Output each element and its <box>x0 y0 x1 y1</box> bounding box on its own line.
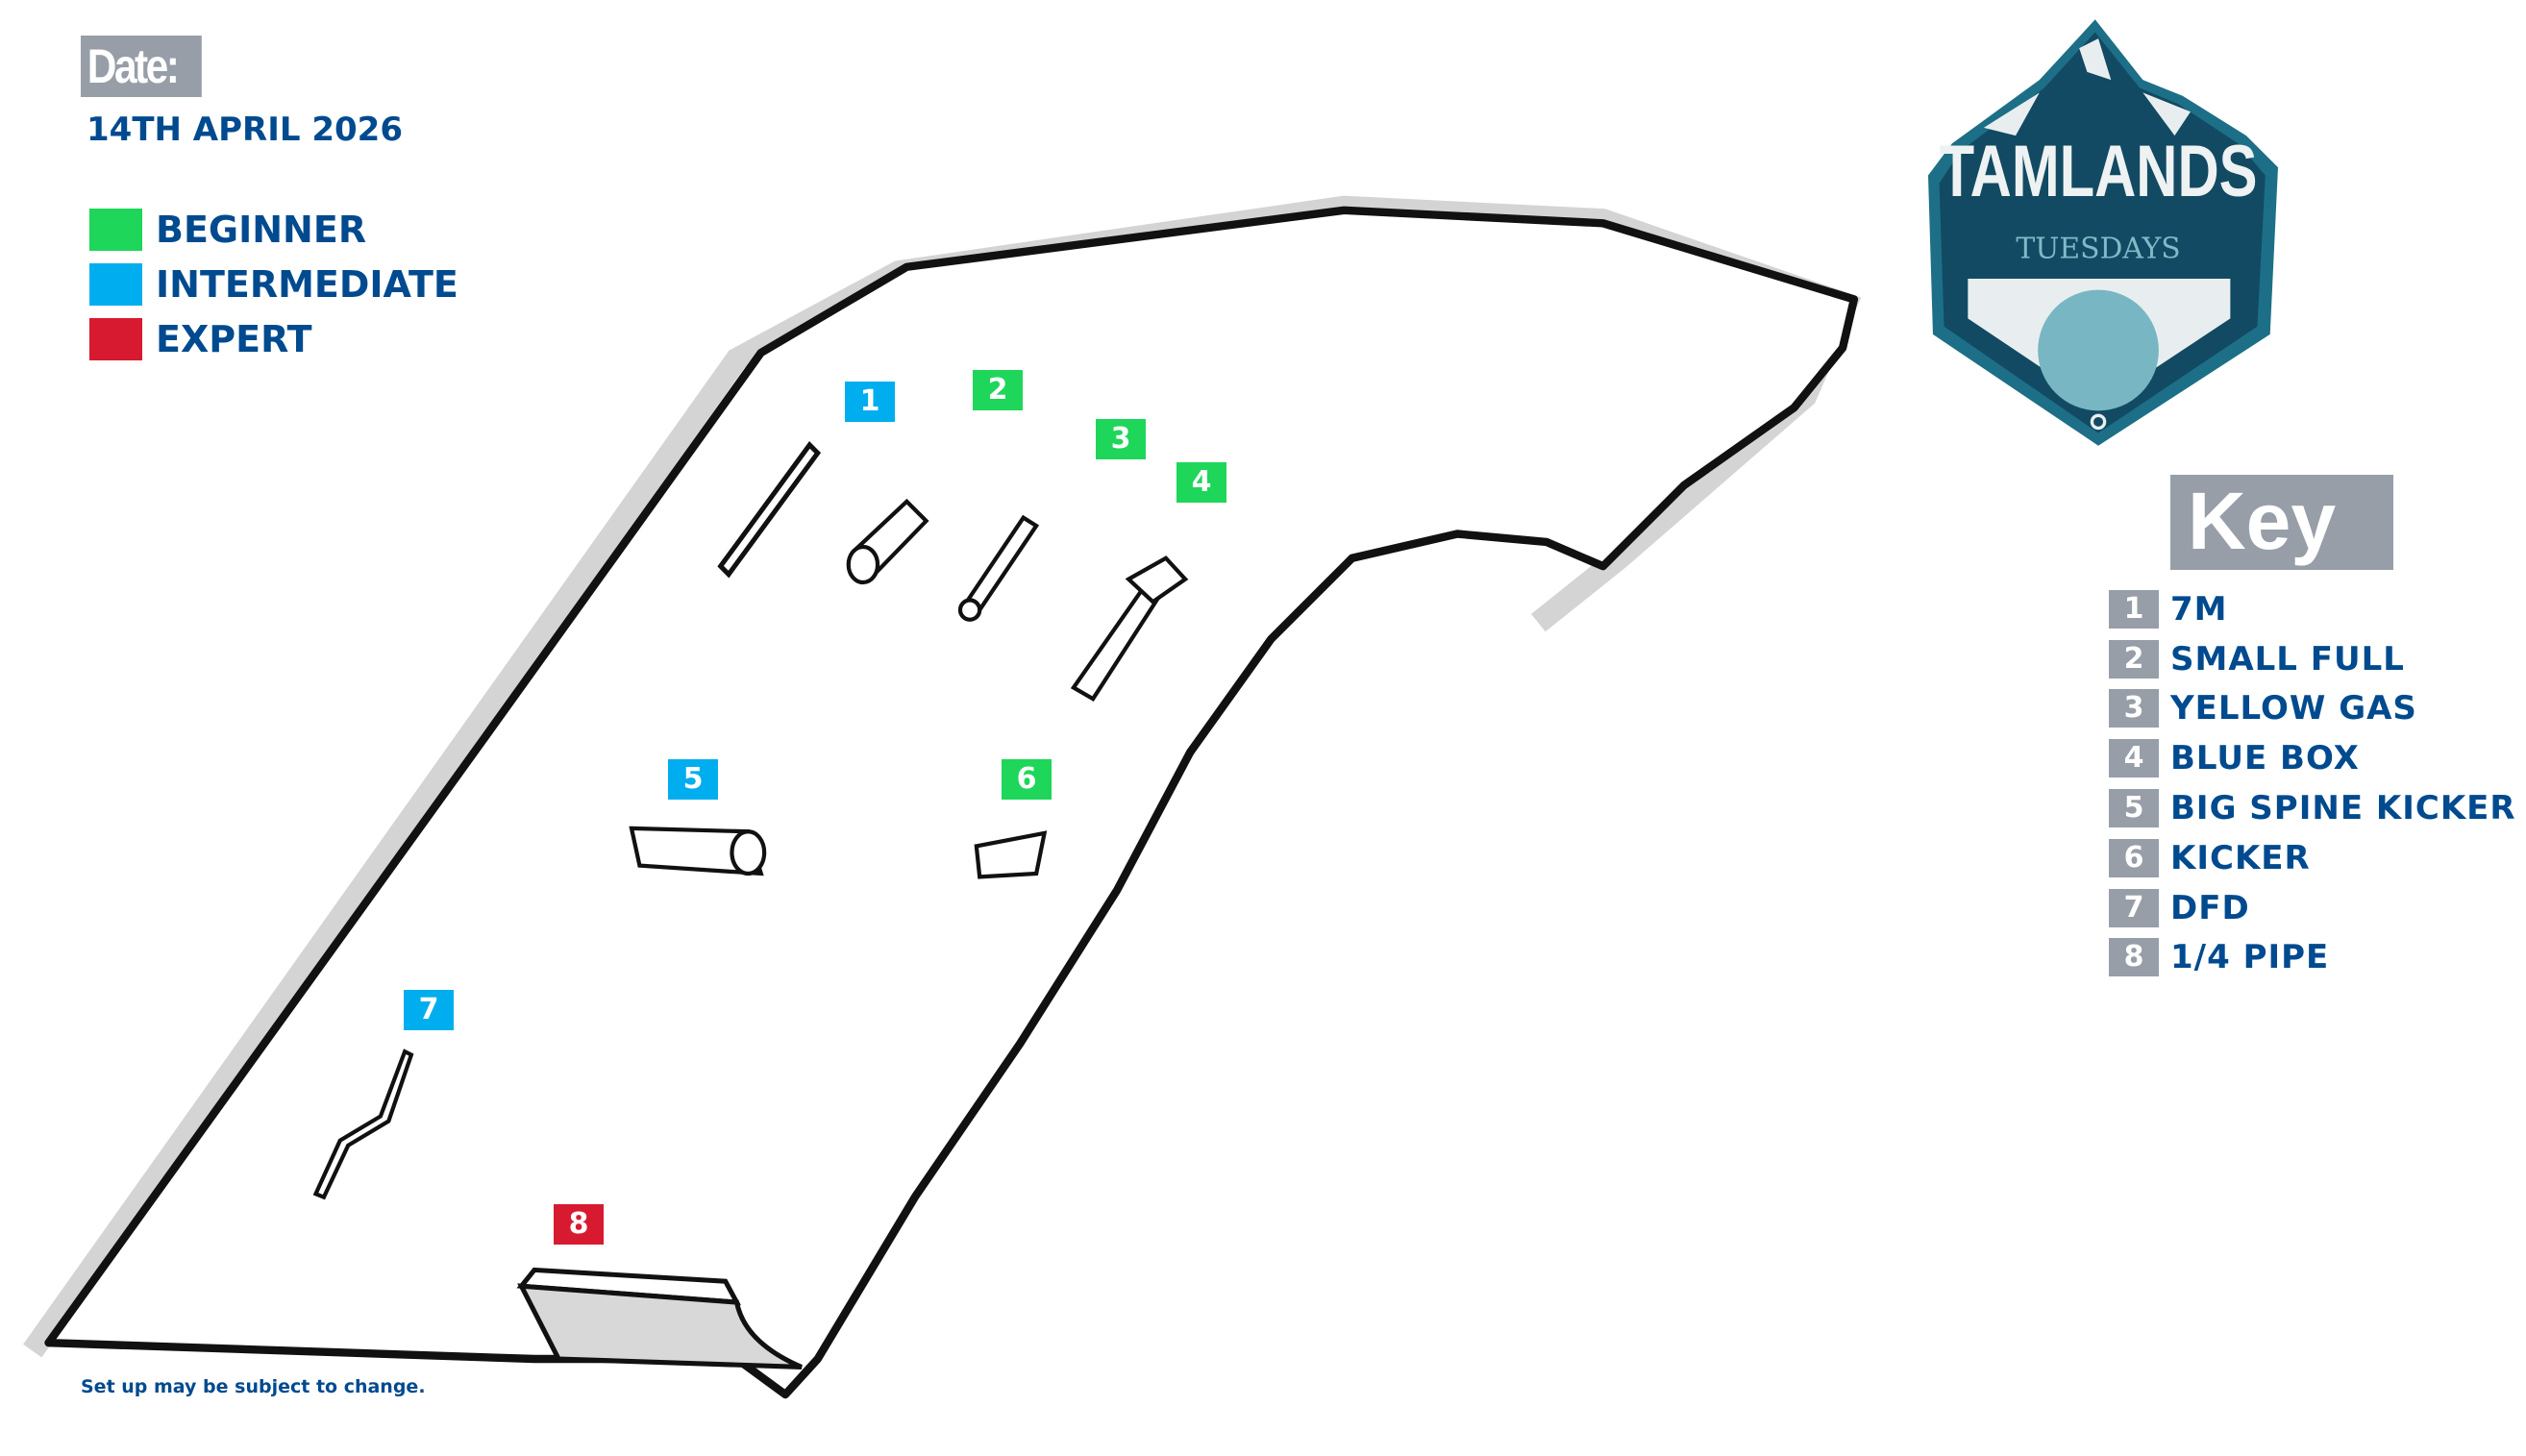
course-marker-1: 1 <box>845 382 895 422</box>
course-marker-5: 5 <box>668 759 718 800</box>
disclaimer: Set up may be subject to change. <box>81 1376 426 1397</box>
key-label: BIG SPINE KICKER <box>2170 789 2516 827</box>
course-marker-8: 8 <box>554 1204 604 1245</box>
date-value: 14TH APRIL 2026 <box>87 111 403 149</box>
key-number: 1 <box>2109 590 2159 629</box>
legend-label: EXPERT <box>156 318 312 360</box>
feature-8-quarter-pipe <box>516 1267 803 1370</box>
legend-label: BEGINNER <box>156 209 367 251</box>
feature-3-rail <box>957 514 1040 622</box>
course-marker-4: 4 <box>1176 462 1226 503</box>
legend-item-intermediate: INTERMEDIATE <box>89 262 458 307</box>
feature-6-kicker <box>974 830 1048 879</box>
feature-4-box <box>1070 555 1189 703</box>
key-label: SMALL FULL <box>2170 640 2405 679</box>
key-item: 7 DFD <box>2109 887 2250 929</box>
key-number: 7 <box>2109 889 2159 927</box>
feature-5-spine-kicker <box>629 826 767 876</box>
key-item: 3 YELLOW GAS <box>2109 687 2417 729</box>
key-item: 8 1/4 PIPE <box>2109 936 2329 978</box>
key-label: KICKER <box>2170 839 2311 877</box>
legend-swatch <box>89 318 142 360</box>
key-label: YELLOW GAS <box>2170 689 2417 728</box>
key-number: 8 <box>2109 938 2159 976</box>
course-outline <box>44 206 1859 1399</box>
legend-swatch <box>89 263 142 306</box>
key-label: 7M <box>2170 590 2228 629</box>
key-item: 4 BLUE BOX <box>2109 737 2360 779</box>
key-label: DFD <box>2170 889 2250 927</box>
key-item: 5 BIG SPINE KICKER <box>2109 787 2516 829</box>
key-item: 1 7M <box>2109 588 2228 630</box>
legend-item-expert: EXPERT <box>89 317 312 361</box>
feature-2-tube <box>846 498 929 585</box>
feature-7-dfd <box>312 1049 414 1200</box>
tamlands-tuesdays-logo: TAMLANDS TUESDAYS <box>1928 19 2278 446</box>
key-number: 2 <box>2109 640 2159 679</box>
legend-swatch <box>89 209 142 251</box>
key-number: 3 <box>2109 689 2159 728</box>
key-item: 6 KICKER <box>2109 837 2311 879</box>
key-number: 5 <box>2109 789 2159 827</box>
course-marker-2: 2 <box>973 370 1023 410</box>
key-number: 4 <box>2109 739 2159 777</box>
course-marker-3: 3 <box>1096 419 1146 459</box>
legend-label: INTERMEDIATE <box>156 263 458 306</box>
key-number: 6 <box>2109 839 2159 877</box>
key-label: BLUE BOX <box>2170 739 2360 777</box>
key-item: 2 SMALL FULL <box>2109 638 2405 680</box>
course-marker-6: 6 <box>1002 759 1052 800</box>
course-marker-7: 7 <box>404 990 454 1030</box>
legend-item-beginner: BEGINNER <box>89 208 366 252</box>
logo-subtitle: TUESDAYS <box>2016 232 2180 265</box>
logo-title: TAMLANDS <box>1940 131 2258 212</box>
date-label: Date: <box>81 36 202 97</box>
key-title: Key <box>2170 475 2393 570</box>
feature-1-rail <box>717 441 822 579</box>
key-label: 1/4 PIPE <box>2170 938 2330 976</box>
